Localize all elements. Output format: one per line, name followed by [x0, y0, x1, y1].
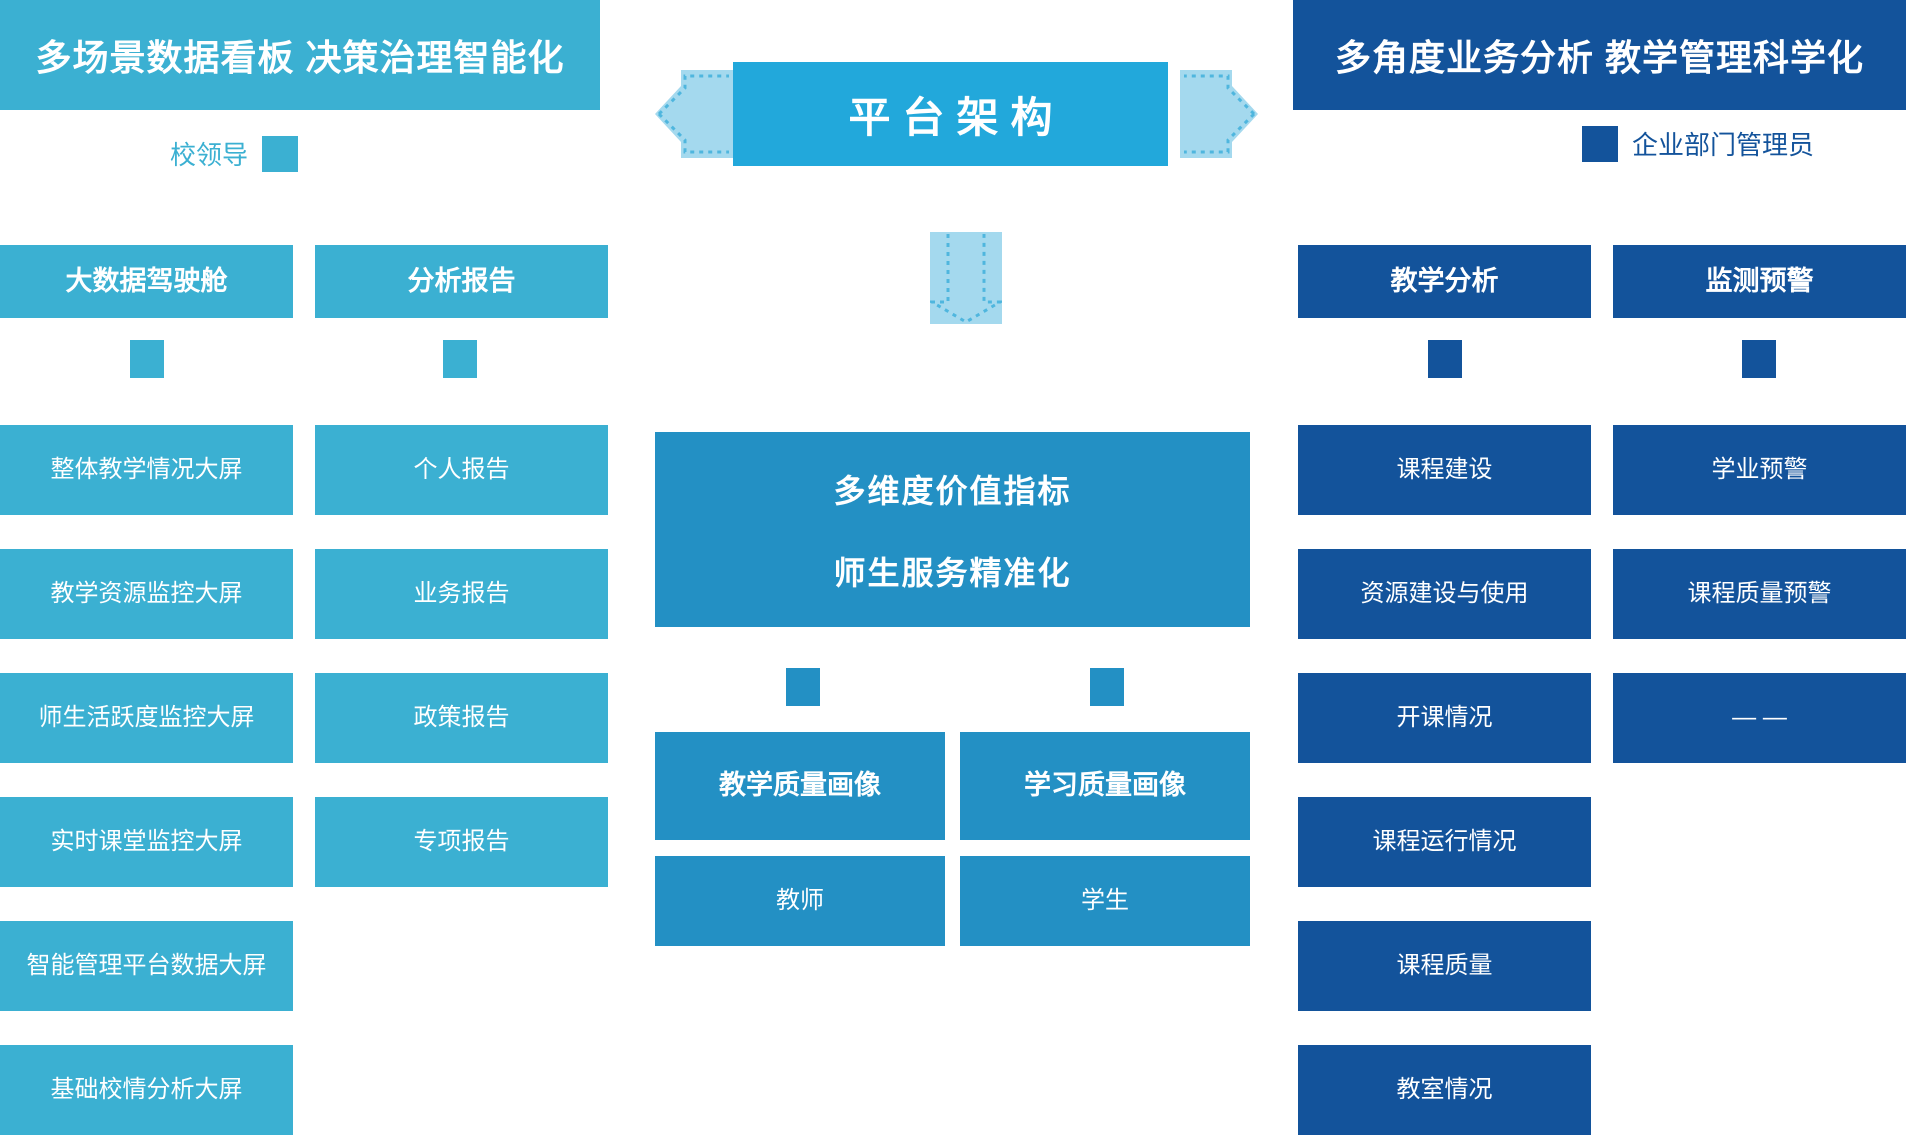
- value-indicator-box: 多维度价值指标 师生服务精准化: [655, 432, 1250, 627]
- arrow-down-icon: [926, 232, 1006, 324]
- node-placeholder[interactable]: — —: [1613, 673, 1906, 763]
- platform-architecture-box: 平台架构: [733, 62, 1168, 166]
- node-course-quality-warning[interactable]: 课程质量预警: [1613, 549, 1906, 639]
- node-overall-teaching-screen[interactable]: 整体教学情况大屏: [0, 425, 293, 515]
- value-line-2: 师生服务精准化: [833, 554, 1072, 591]
- node-course-quality[interactable]: 课程质量: [1298, 921, 1591, 1011]
- role-right-chip: [1582, 125, 1618, 162]
- node-realtime-class-screen[interactable]: 实时课堂监控大屏: [0, 797, 293, 887]
- node-course-operation[interactable]: 课程运行情况: [1298, 797, 1591, 887]
- node-teaching-quality-portrait[interactable]: 教学质量画像: [655, 732, 945, 840]
- banner-right: 多角度业务分析 教学管理科学化: [1293, 0, 1906, 110]
- connector-learning-portrait: [1090, 668, 1124, 706]
- role-label-school-leader: 校领导: [170, 135, 299, 172]
- arrow-left-icon: [655, 70, 733, 158]
- node-academic-warning[interactable]: 学业预警: [1613, 425, 1906, 515]
- node-personal-report[interactable]: 个人报告: [315, 425, 608, 515]
- node-basic-campus-screen[interactable]: 基础校情分析大屏: [0, 1045, 293, 1135]
- node-analysis-report[interactable]: 分析报告: [315, 245, 608, 318]
- banner-left: 多场景数据看板 决策治理智能化: [0, 0, 600, 110]
- node-student[interactable]: 学生: [960, 856, 1250, 946]
- node-course-opening[interactable]: 开课情况: [1298, 673, 1591, 763]
- node-course-construction[interactable]: 课程建设: [1298, 425, 1591, 515]
- node-activity-monitor-screen[interactable]: 师生活跃度监控大屏: [0, 673, 293, 763]
- node-teacher[interactable]: 教师: [655, 856, 945, 946]
- value-line-1: 多维度价值指标: [833, 472, 1072, 509]
- role-left-text: 校领导: [170, 140, 249, 170]
- node-special-report[interactable]: 专项报告: [315, 797, 608, 887]
- connector-analysis-report: [443, 340, 477, 378]
- node-smart-platform-screen[interactable]: 智能管理平台数据大屏: [0, 921, 293, 1011]
- arrow-right-icon: [1180, 70, 1258, 158]
- role-label-enterprise-admin: 企业部门管理员: [1582, 125, 1814, 162]
- node-policy-report[interactable]: 政策报告: [315, 673, 608, 763]
- role-right-text: 企业部门管理员: [1632, 130, 1815, 160]
- connector-teaching-portrait: [786, 668, 820, 706]
- node-learning-quality-portrait[interactable]: 学习质量画像: [960, 732, 1250, 840]
- node-teaching-resource-screen[interactable]: 教学资源监控大屏: [0, 549, 293, 639]
- node-classroom-status[interactable]: 教室情况: [1298, 1045, 1591, 1135]
- node-resource-construction-use[interactable]: 资源建设与使用: [1298, 549, 1591, 639]
- node-business-report[interactable]: 业务报告: [315, 549, 608, 639]
- node-monitoring-warning[interactable]: 监测预警: [1613, 245, 1906, 318]
- connector-big-data-cockpit: [130, 340, 164, 378]
- connector-teaching-analysis: [1428, 340, 1462, 378]
- node-big-data-cockpit[interactable]: 大数据驾驶舱: [0, 245, 293, 318]
- node-teaching-analysis[interactable]: 教学分析: [1298, 245, 1591, 318]
- connector-monitoring-warning: [1742, 340, 1776, 378]
- role-left-chip: [262, 135, 299, 172]
